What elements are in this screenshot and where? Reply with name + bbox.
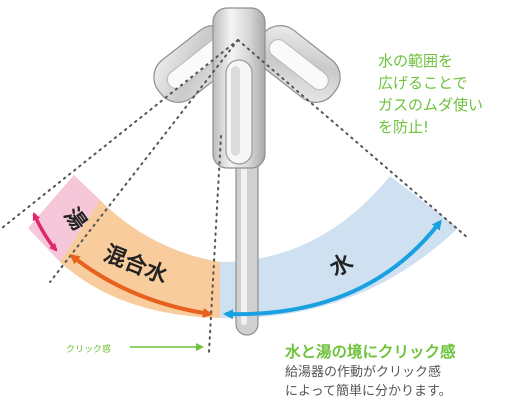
callout-line: ガスのムダ使い: [378, 96, 484, 114]
hot-range-arrow: [32, 212, 58, 252]
cold-range-arrow: [223, 219, 442, 320]
note-line: によって簡単に分かります。: [285, 384, 452, 399]
note-line: 給湯器の作動がクリック感: [285, 365, 442, 380]
callout-line: 広げることで: [378, 74, 468, 92]
callout-line: を防止!: [378, 118, 430, 136]
click-feel-small-label: クリック感: [66, 345, 112, 355]
callout-line: 水の範囲を: [378, 52, 454, 70]
mixed-range-arrow: [69, 254, 213, 318]
callout-text: 水の範囲を 広げることで ガスのムダ使い を防止!: [378, 50, 483, 138]
range-guide-lines: [1, 39, 469, 353]
click-feel-headline: 水と湯の境にクリック感: [285, 343, 456, 361]
